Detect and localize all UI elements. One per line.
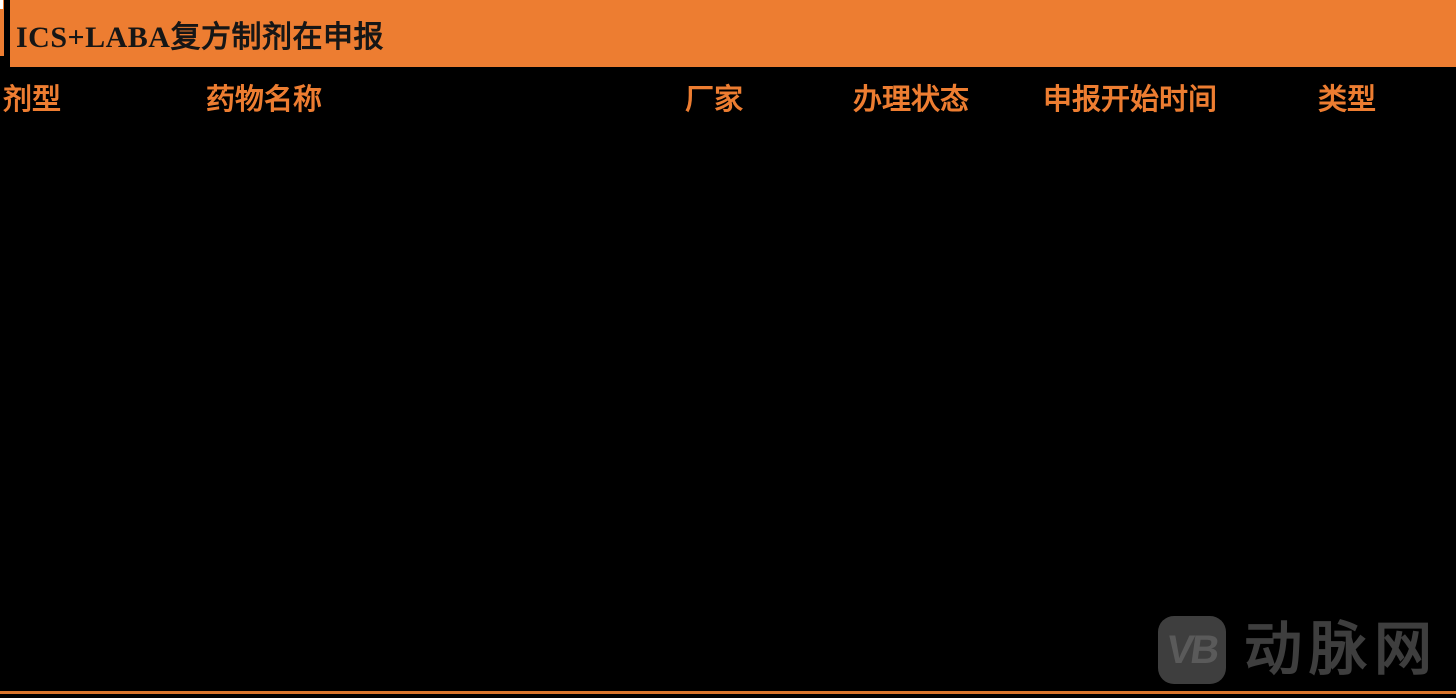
vb-logo-monogram: VB [1164,628,1220,672]
table-title-bar: ICS+LABA复方制剂在申报 [10,0,1456,67]
column-header-manufacturer: 厂家 [685,84,744,116]
column-header-application-start-date: 申报开始时间 [1043,84,1218,116]
column-header-drug-name: 药物名称 [206,84,323,116]
column-header-processing-status: 办理状态 [853,84,970,116]
column-header-type: 类型 [1318,84,1377,116]
table-title: ICS+LABA复方制剂在申报 [16,20,384,54]
watermark-brand-text: 动脉网 [1244,617,1440,682]
vb-logo-icon: VB [1158,616,1226,684]
watermark: VB 动脉网 [1158,616,1439,684]
corner-notch-artifact [0,0,3,9]
table-body-empty [0,130,1456,685]
title-bar-left-edge-artifact [0,0,4,56]
column-header-dosage-form: 剂型 [3,84,62,116]
bottom-orange-rule [0,691,1456,694]
